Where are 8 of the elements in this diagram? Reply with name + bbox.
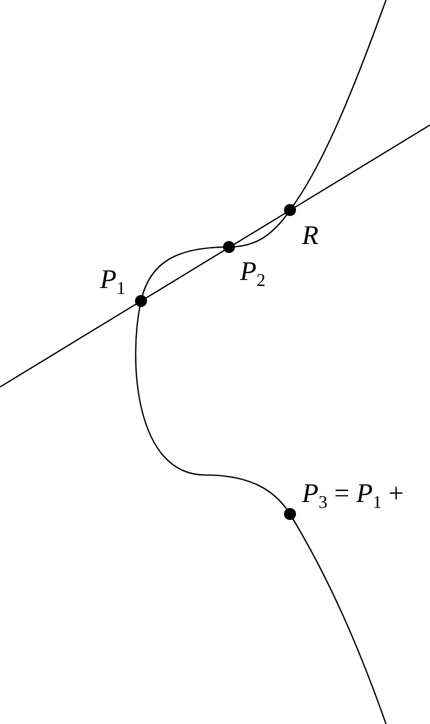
point-label: P$_{3}$ = P$_{1}$ + xyxy=(302,480,404,511)
point-label: P$_{1}$ xyxy=(100,266,126,297)
point-dot xyxy=(284,204,296,216)
point-dot xyxy=(223,241,235,253)
point-label: R xyxy=(302,222,318,249)
point-dot xyxy=(284,508,296,520)
point-label: P$_{2}$ xyxy=(240,258,266,289)
point-dot xyxy=(135,295,147,307)
